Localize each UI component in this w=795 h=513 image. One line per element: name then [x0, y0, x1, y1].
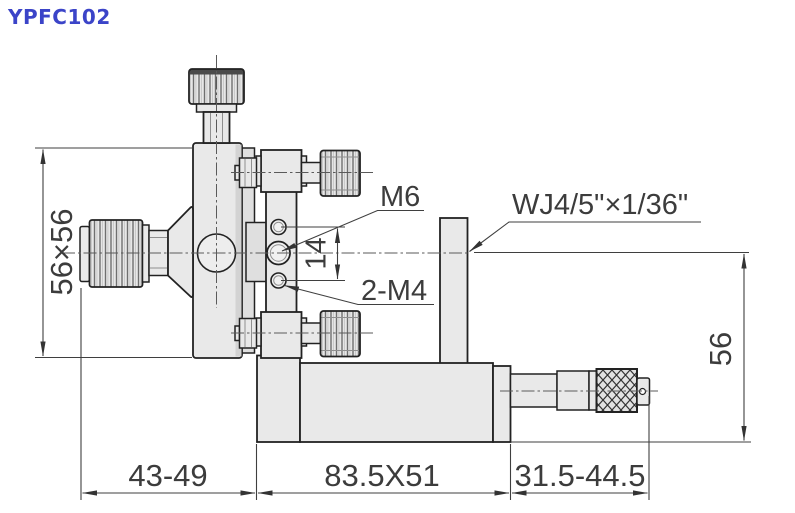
knob-cone [167, 206, 194, 298]
dimension-bottom-chain: 43-49 83.5X51 31.5-44.5 [80, 288, 650, 500]
label-center-hole-thread: M6 [281, 181, 424, 252]
2-m4-label: 2-M4 [361, 275, 427, 307]
m6-label: M6 [380, 181, 420, 213]
fiber-adapter-post [439, 217, 469, 365]
dim-label-left-span: 43-49 [128, 458, 207, 493]
bottom-thumbscrew [234, 310, 361, 358]
dimension-hole-spacing: 14 [281, 226, 345, 282]
dim-label-axis-height: 56 [703, 332, 738, 366]
dim-label-stage-profile: 56×56 [44, 208, 79, 295]
drawing-title: YPFC102 [7, 5, 111, 29]
label-adapter-thread: WJ4/5"×1/36" [469, 189, 701, 252]
dim-label-hole-spacing: 14 [301, 237, 333, 269]
horizontal-adjust-knob [79, 206, 194, 298]
fiber-clamp-bracket [245, 221, 268, 283]
dim-label-right-span: 31.5-44.5 [515, 458, 646, 493]
dim-label-base-size: 83.5X51 [324, 458, 440, 493]
base-block [256, 354, 512, 443]
body-shadow-strip [235, 144, 242, 357]
dimension-stage-profile: 56×56 [35, 147, 193, 359]
centerlines [62, 55, 658, 392]
label-side-holes-thread: 2-M4 [284, 275, 434, 307]
wj-thread-label: WJ4/5"×1/36" [512, 189, 688, 221]
dimension-axis-height: 56 [474, 251, 751, 443]
